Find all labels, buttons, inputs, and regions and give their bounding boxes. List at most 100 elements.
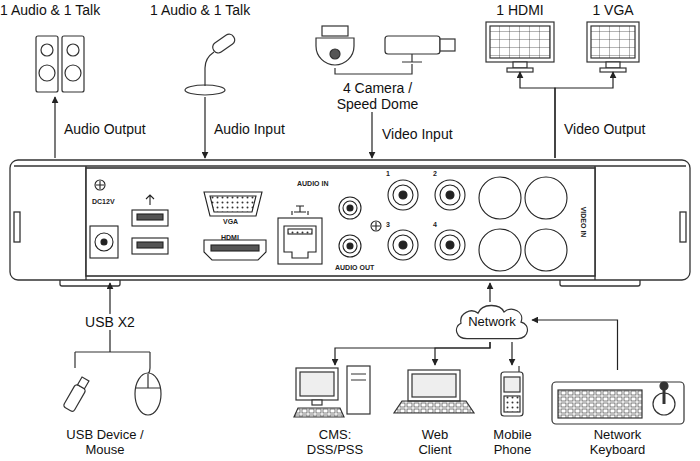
panel-label: AUDIO IN xyxy=(297,180,329,188)
speaker-device: 1 Audio & 1 Talk xyxy=(0,2,130,97)
drawing-part xyxy=(95,233,113,251)
drawing-part xyxy=(343,239,357,253)
network-cloud: Network xyxy=(452,302,532,342)
drawing-part xyxy=(96,181,104,189)
drawing-part xyxy=(399,241,407,249)
drawing-part xyxy=(393,235,413,255)
drawing-part xyxy=(552,382,684,424)
drawing-part xyxy=(62,36,84,92)
client-icons xyxy=(294,366,684,424)
drawing-part xyxy=(211,245,259,251)
drawing-part xyxy=(284,226,316,258)
connector-arrow xyxy=(204,97,205,158)
drawing-part xyxy=(600,68,626,72)
drawing-part xyxy=(300,372,334,396)
device-label: 1 VGA xyxy=(592,2,633,18)
connector-arrow xyxy=(532,320,618,370)
vga-monitor: 1 VGA xyxy=(578,2,648,72)
network-keyboard: Network Keyboard xyxy=(545,370,690,458)
connector-arrow xyxy=(489,283,490,302)
camera-icons xyxy=(316,26,455,74)
connector-arrow xyxy=(555,72,613,158)
drawing-part xyxy=(347,366,370,414)
drawing-part xyxy=(136,374,160,388)
drawing-part xyxy=(486,22,554,62)
drawing-part xyxy=(137,214,163,220)
drawing-part xyxy=(351,374,366,380)
drawing-part xyxy=(446,191,454,199)
cms-client: CMS: DSS/PSS xyxy=(290,365,380,458)
drawing-part xyxy=(63,376,91,412)
drawing-part xyxy=(296,368,338,400)
drawing-part xyxy=(339,197,361,219)
microphone-device: 1 Audio & 1 Talk xyxy=(150,2,280,97)
drawing-part xyxy=(479,229,521,271)
hdmi-monitor: 1 HDMI xyxy=(478,2,562,72)
connector-arrow xyxy=(511,342,512,365)
microphone-icon xyxy=(185,32,237,95)
drawing-part xyxy=(440,235,460,255)
drawing-part xyxy=(41,44,53,56)
drawing-part xyxy=(440,39,455,51)
connection-label: Audio Output xyxy=(62,121,148,137)
channel-number: 3 xyxy=(386,221,390,229)
connection-label: Video Input xyxy=(380,126,455,142)
drawing-part xyxy=(339,235,361,257)
drawing-part xyxy=(408,370,460,401)
device-label: CMS: DSS/PSS xyxy=(300,428,370,458)
drawing-part xyxy=(278,218,322,264)
device-label: Web Client xyxy=(405,428,465,458)
text-wrap: 1 Audio & 1 Talk xyxy=(150,2,280,18)
drawing-part xyxy=(86,168,595,276)
text-wrap: Network xyxy=(452,302,532,342)
drawing-part xyxy=(205,52,214,86)
connector-arrow xyxy=(520,72,555,158)
drawing-part xyxy=(446,241,454,249)
drawing-part xyxy=(211,32,237,55)
dvr-unit: DC12VVGAHDMIAUDIO INAUDIO OUTVIDEO IN xyxy=(10,158,690,283)
camera-device: 4 Camera / Speed Dome xyxy=(290,20,465,112)
text-wrap: 1 Audio & 1 Talk xyxy=(0,2,130,18)
drawing-part xyxy=(385,36,440,54)
panel-label: HDMI xyxy=(221,234,239,242)
dvr-body xyxy=(10,160,690,286)
usb-icons xyxy=(63,352,161,415)
panel-label: VGA xyxy=(223,218,238,226)
drawing-part xyxy=(75,352,150,368)
drawing-part xyxy=(78,377,89,389)
drawing-part xyxy=(101,239,107,245)
drawing-part xyxy=(680,212,686,242)
text-wrap: Mobile Phone xyxy=(485,428,540,458)
text-wrap: USB Device / Mouse xyxy=(45,428,165,458)
drawing-part xyxy=(65,65,81,81)
usb-device: USB Device / Mouse xyxy=(45,352,165,458)
connection-label: Video Output xyxy=(562,121,647,137)
rear-connectors xyxy=(90,177,567,271)
drawing-part xyxy=(335,64,412,74)
speaker-icon xyxy=(36,36,84,92)
drawing-part xyxy=(388,230,418,260)
connection-label: USB X2 xyxy=(83,314,137,330)
drawing-part xyxy=(132,238,168,254)
device-label: 1 Audio & 1 Talk xyxy=(0,2,100,18)
drawing-part xyxy=(330,49,340,59)
device-label: 1 Audio & 1 Talk xyxy=(150,2,250,18)
drawing-part xyxy=(132,210,168,226)
drawing-part xyxy=(14,212,20,242)
cloud-shape xyxy=(456,305,527,338)
drawing-part xyxy=(435,230,465,260)
connector-arrow xyxy=(371,112,372,158)
drawing-part xyxy=(10,160,690,280)
drawing-part xyxy=(402,54,422,62)
drawing-part xyxy=(479,177,521,219)
drawing-part xyxy=(606,62,620,68)
device-label: USB Device / Mouse xyxy=(50,428,160,458)
drawing-part xyxy=(513,62,527,68)
text-wrap: Network Keyboard xyxy=(545,428,690,458)
drawing-part xyxy=(347,205,353,211)
drawing-part xyxy=(372,222,380,230)
drawing-part xyxy=(39,65,55,81)
